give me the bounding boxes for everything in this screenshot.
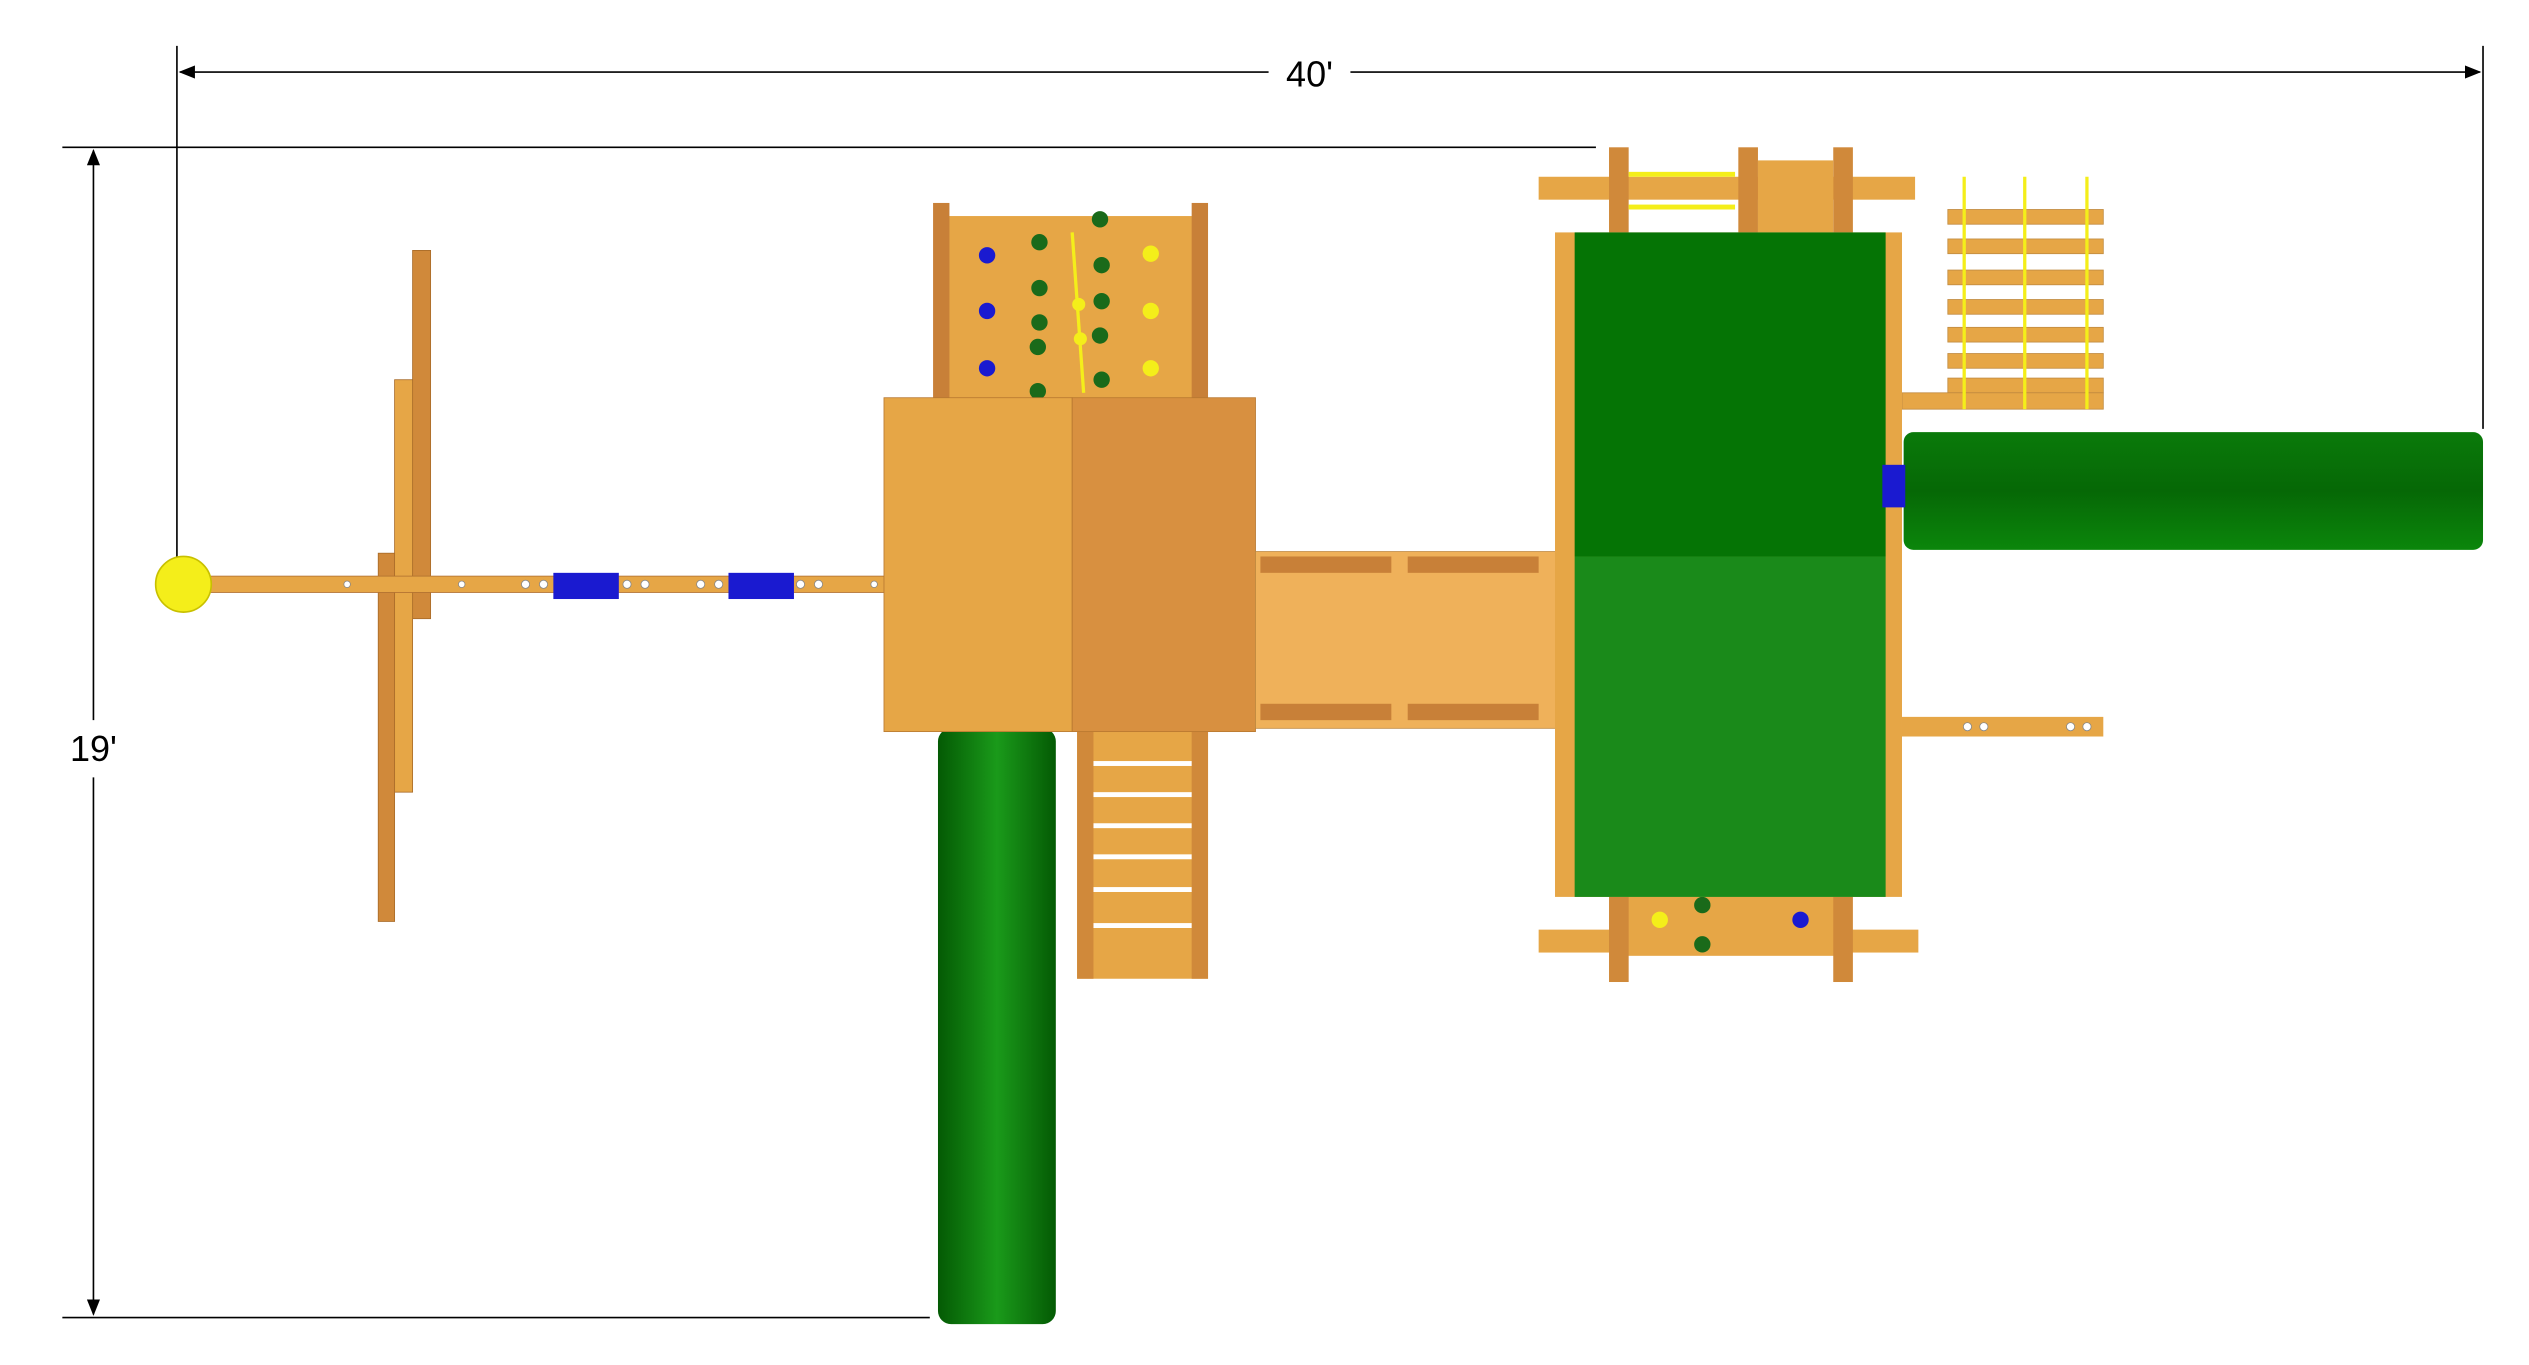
climbing-holds xyxy=(1029,211,1110,400)
right-slide xyxy=(1903,432,2484,550)
bridge xyxy=(1255,551,1559,729)
second-tower-bottom-frame xyxy=(1538,896,1919,983)
tower-roof xyxy=(883,397,1256,733)
monkey-bars xyxy=(1901,176,2104,410)
swing-seat xyxy=(553,572,619,600)
second-tower-top-frame xyxy=(1538,147,1916,233)
swing-a-frame xyxy=(377,250,432,922)
ladder xyxy=(1077,731,1209,979)
slide-entry-blue xyxy=(1882,464,1906,508)
width-label: 40' xyxy=(1286,54,1333,95)
climbing-wall xyxy=(933,202,1209,403)
lower-arm xyxy=(1901,716,2104,737)
depth-label: 19' xyxy=(70,728,117,769)
width-dimension: 40' xyxy=(176,45,2484,593)
depth-dimension: 19' xyxy=(62,146,1596,1319)
green-canopy-roof xyxy=(1555,232,1902,897)
left-slide xyxy=(937,728,1056,1325)
swing-seat xyxy=(728,572,794,600)
tire-swing-disc xyxy=(154,555,213,613)
